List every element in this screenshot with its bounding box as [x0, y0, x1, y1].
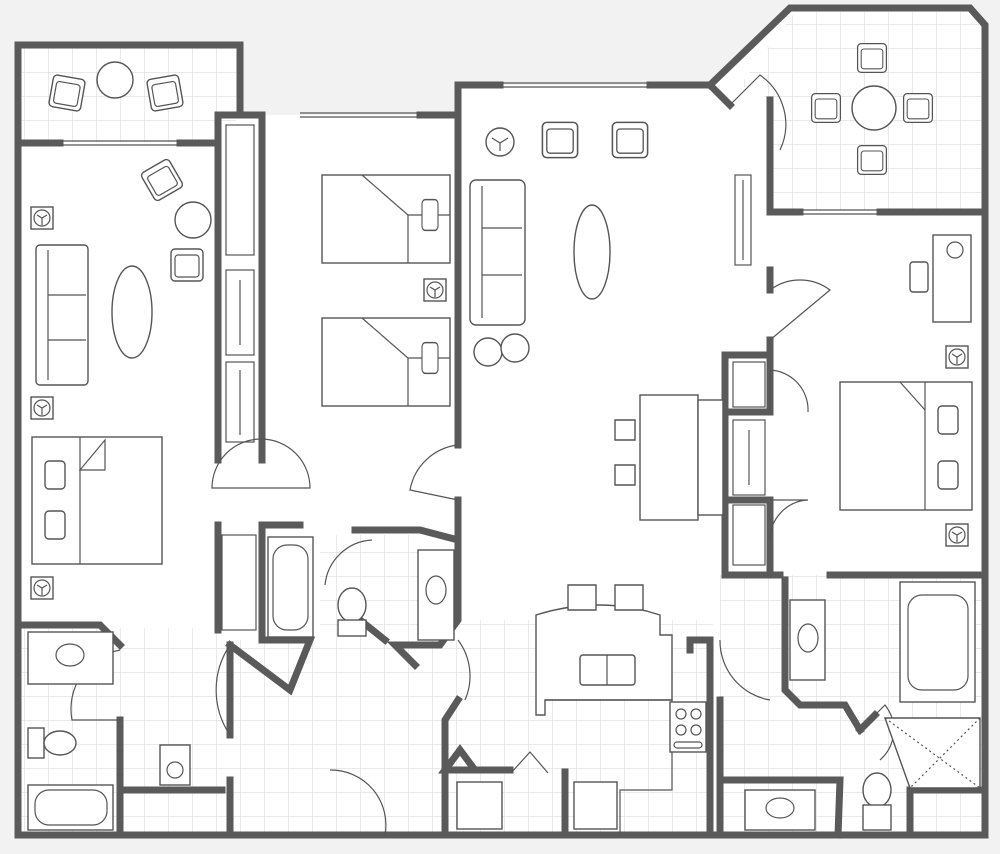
bathroom-fixtures	[27, 536, 981, 831]
sofa-icon	[35, 244, 89, 386]
balcony-dining	[810, 42, 934, 176]
balcony-seating	[47, 61, 185, 113]
bathtub-icon	[267, 536, 314, 638]
chair-icon	[567, 584, 644, 611]
sink-icon	[789, 599, 826, 681]
walls	[14, 4, 989, 839]
kitchen	[456, 584, 707, 835]
bathtub-icon	[27, 784, 114, 831]
sink-icon	[417, 549, 455, 641]
desk-icon	[932, 234, 972, 323]
sink-icon	[744, 789, 816, 831]
right-bedroom	[839, 234, 973, 547]
shower-icon	[884, 717, 981, 789]
table-icon	[573, 204, 611, 300]
main-living	[469, 121, 724, 521]
closet-icon	[221, 124, 766, 631]
toilet-icon	[337, 587, 367, 637]
sink-icon	[27, 631, 114, 685]
bed-icon	[321, 174, 451, 264]
sofa-icon	[469, 179, 526, 326]
stove-icon	[669, 701, 707, 753]
bed-icon	[839, 381, 973, 511]
bathtub-icon	[899, 581, 976, 703]
dishwasher-icon	[573, 781, 618, 830]
table-icon	[111, 265, 153, 359]
sink-icon	[579, 654, 636, 686]
table-icon	[639, 394, 699, 521]
washer-icon	[456, 781, 503, 830]
bed-icon	[321, 317, 451, 407]
left-living	[30, 157, 212, 600]
sliding-doors[interactable]	[60, 82, 880, 215]
bed-icon	[31, 436, 163, 565]
twin-bedroom	[321, 174, 451, 407]
toilet-icon	[862, 772, 892, 831]
toilet-icon	[27, 727, 77, 759]
sink-icon	[159, 744, 191, 786]
